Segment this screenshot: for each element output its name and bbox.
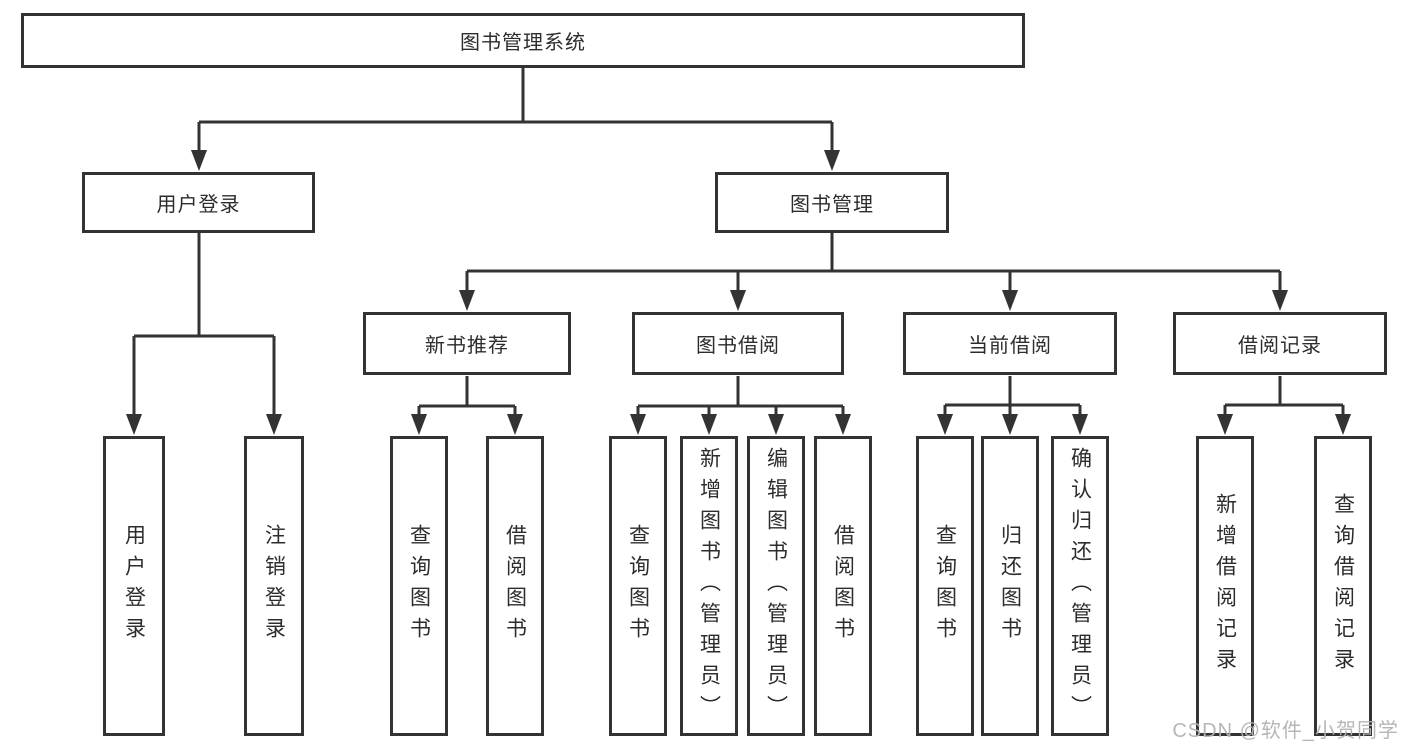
leaf-return-book: 归还图书 bbox=[981, 436, 1039, 736]
leaf-confirm-return-admin-label: 确认归还（管理员） bbox=[1068, 446, 1092, 726]
node-user-login-label: 用户登录 bbox=[156, 194, 241, 216]
node-borrow-records: 借阅记录 bbox=[1173, 312, 1387, 375]
leaf-confirm-return-admin: 确认归还（管理员） bbox=[1051, 436, 1109, 736]
connector-book-management-children bbox=[465, 233, 1282, 292]
connector-current-borrow-children bbox=[943, 376, 1082, 417]
leaf-query-book-current-label: 查询图书 bbox=[933, 524, 957, 648]
leaf-borrow-book: 借阅图书 bbox=[814, 436, 872, 736]
node-new-book-recommend: 新书推荐 bbox=[363, 312, 571, 375]
leaf-return-book-label: 归还图书 bbox=[998, 524, 1022, 648]
leaf-borrow-book-label: 借阅图书 bbox=[831, 524, 855, 648]
node-current-borrow-label: 当前借阅 bbox=[968, 335, 1052, 357]
leaf-add-borrow-record: 新增借阅记录 bbox=[1196, 436, 1254, 736]
leaf-edit-book-admin: 编辑图书（管理员） bbox=[747, 436, 805, 736]
node-book-borrow-label: 图书借阅 bbox=[696, 335, 780, 357]
node-borrow-records-label: 借阅记录 bbox=[1238, 335, 1322, 357]
csdn-watermark: CSDN @软件_小贺同学 bbox=[1172, 720, 1399, 742]
leaf-borrow-book-recommend: 借阅图书 bbox=[486, 436, 544, 736]
node-root-label: 图书管理系统 bbox=[460, 32, 586, 54]
leaf-query-book-borrow: 查询图书 bbox=[609, 436, 667, 736]
leaf-edit-book-admin-label: 编辑图书（管理员） bbox=[764, 446, 788, 726]
leaf-add-borrow-record-label: 新增借阅记录 bbox=[1213, 493, 1237, 679]
leaf-logout: 注销登录 bbox=[244, 436, 304, 736]
connector-user-login-children bbox=[132, 233, 276, 417]
connector-root-to-level2 bbox=[197, 68, 834, 152]
leaf-query-borrow-record: 查询借阅记录 bbox=[1314, 436, 1372, 736]
node-book-management: 图书管理 bbox=[715, 172, 949, 233]
leaf-query-book-borrow-label: 查询图书 bbox=[626, 524, 650, 648]
leaf-query-book-recommend-label: 查询图书 bbox=[407, 524, 431, 648]
node-book-borrow: 图书借阅 bbox=[632, 312, 844, 375]
leaf-logout-label: 注销登录 bbox=[262, 524, 286, 648]
leaf-add-book-admin: 新增图书（管理员） bbox=[680, 436, 738, 736]
leaf-add-book-admin-label: 新增图书（管理员） bbox=[697, 446, 721, 726]
arrowhead-icons bbox=[126, 150, 1351, 435]
connector-borrow-records-children bbox=[1223, 376, 1345, 417]
leaf-borrow-book-recommend-label: 借阅图书 bbox=[503, 524, 527, 648]
node-current-borrow: 当前借阅 bbox=[903, 312, 1117, 375]
leaf-query-borrow-record-label: 查询借阅记录 bbox=[1331, 493, 1355, 679]
leaf-user-login: 用户登录 bbox=[103, 436, 165, 736]
connector-book-borrow-children bbox=[636, 376, 845, 417]
connector-new-book-recommend-children bbox=[417, 376, 517, 417]
node-user-login: 用户登录 bbox=[82, 172, 315, 233]
leaf-query-book-recommend: 查询图书 bbox=[390, 436, 448, 736]
node-book-management-label: 图书管理 bbox=[790, 194, 874, 216]
node-new-book-recommend-label: 新书推荐 bbox=[425, 335, 509, 357]
node-root-library-system: 图书管理系统 bbox=[21, 13, 1025, 68]
leaf-user-login-label: 用户登录 bbox=[122, 524, 146, 648]
leaf-query-book-current: 查询图书 bbox=[916, 436, 974, 736]
